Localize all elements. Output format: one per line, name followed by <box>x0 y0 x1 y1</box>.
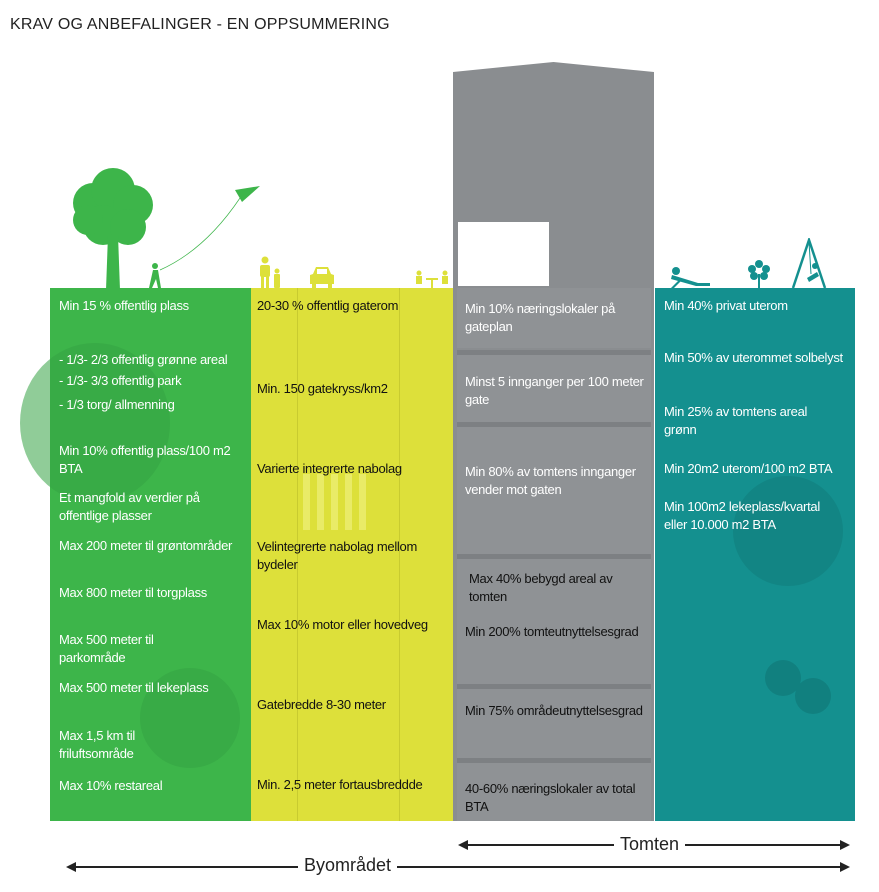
gray-item: Min 80% av tomtens innganger vender mot … <box>465 464 636 497</box>
gray-block: 40-60% næringslokaler av total BTA <box>457 758 651 821</box>
building-window <box>458 222 549 286</box>
teal-column-private-outdoor: Min 40% privat uterom Min 50% av uteromm… <box>655 288 855 821</box>
yellow-item: Min. 2,5 meter fortausbreddde <box>257 777 423 792</box>
green-item: Max 10% restareal <box>59 778 163 793</box>
teal-item: Min 40% privat uterom <box>664 298 788 313</box>
tomten-label: Tomten <box>614 834 686 855</box>
gray-block: Min 10% næringslokaler på gateplan <box>457 288 651 348</box>
byomradet-arrow <box>66 862 850 872</box>
gray-item: Min 75% områdeutnyttelsesgrad <box>465 703 643 718</box>
teal-item: Min 20m2 uterom/100 m2 BTA <box>664 461 833 476</box>
gray-block: Minst 5 innganger per 100 meter gate <box>457 350 651 423</box>
car-icon <box>310 267 334 288</box>
gray-block: Min 75% områdeutnyttelsesgrad <box>457 684 651 759</box>
gray-item: Minst 5 innganger per 100 meter gate <box>465 374 644 407</box>
gray-item: Max 40% bebygd areal av tomten <box>469 571 613 604</box>
crosswalk-graphic <box>303 474 373 530</box>
sunbather-icon <box>670 267 710 289</box>
green-item: - 1/3 torg/ allmenning <box>59 397 175 412</box>
teal-item: Min 25% av tomtens areal grønn <box>664 404 808 437</box>
yellow-item: Varierte integrerte nabolag <box>257 461 402 476</box>
flower-icon <box>748 260 770 289</box>
teal-item: Min 100m2 lekeplass/kvartal eller 10.000… <box>664 499 820 532</box>
gray-item: 40-60% næringslokaler av total BTA <box>465 781 636 814</box>
green-item: Min 15 % offentlig plass <box>59 298 189 313</box>
tree-icon <box>73 168 153 290</box>
green-item: Max 200 meter til grøntområder <box>59 538 233 553</box>
yellow-column-street-space: 20-30 % offentlig gaterom Min. 150 gatek… <box>251 288 453 821</box>
gray-item: Min 10% næringslokaler på gateplan <box>465 301 616 334</box>
green-item: Max 500 meter til parkområde <box>59 632 154 665</box>
yellow-item: 20-30 % offentlig gaterom <box>257 298 399 313</box>
page-title: KRAV OG ANBEFALINGER - EN OPPSUMMERING <box>10 16 390 33</box>
gray-item: Min 200% tomteutnyttelsesgrad <box>465 624 639 639</box>
green-item: Min 10% offentlig plass/100 m2 BTA <box>59 443 231 476</box>
yellow-item: Max 10% motor eller hovedveg <box>257 617 428 632</box>
pedestrians-icon <box>260 256 280 288</box>
green-item: Et mangfold av verdier på offentlige pla… <box>59 490 200 523</box>
yellow-item: Min. 150 gatekryss/km2 <box>257 381 388 396</box>
green-item: Max 800 meter til torgplass <box>59 585 207 600</box>
yellow-item: Gatebredde 8-30 meter <box>257 697 386 712</box>
green-item: Max 500 meter til lekeplass <box>59 680 209 695</box>
cafe-table-icon <box>416 270 448 288</box>
gray-block: Max 40% bebygd areal av tomten Min 200% … <box>457 554 651 685</box>
byomradet-label: Byområdet <box>298 855 398 876</box>
green-item: Max 1,5 km til friluftsområde <box>59 728 135 761</box>
gray-block: Min 80% av tomtens innganger vender mot … <box>457 422 651 555</box>
green-item: - 1/3- 2/3 offentlig grønne areal <box>59 352 228 367</box>
yellow-item: Velintegrerte nabolag mellom bydeler <box>257 539 417 572</box>
green-column-public-space: Min 15 % offentlig plass - 1/3- 2/3 offe… <box>20 288 251 821</box>
swing-icon <box>791 238 827 289</box>
green-item: - 1/3- 3/3 offentlig park <box>59 373 182 388</box>
teal-item: Min 50% av uterommet solbelyst <box>664 350 843 365</box>
kite-child-icon <box>149 186 260 288</box>
